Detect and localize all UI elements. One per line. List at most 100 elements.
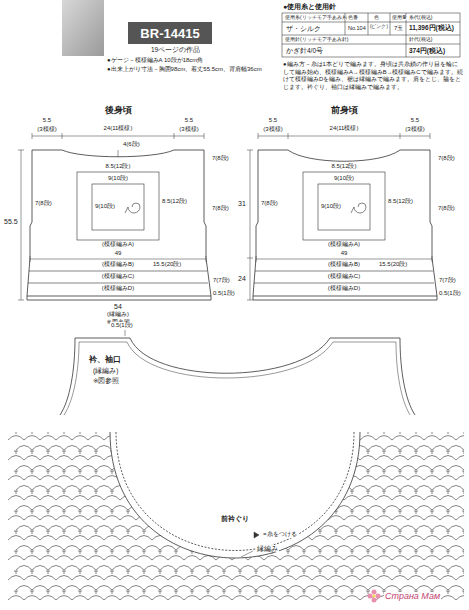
title-box: BR-14415 <box>128 22 212 44</box>
drawing-stroke <box>27 150 211 296</box>
front-body <box>253 133 437 300</box>
chart-row <box>16 466 464 471</box>
dimension-label: 55.5 <box>3 218 19 226</box>
dimension-label: 5.5 <box>184 117 194 124</box>
note-text: ●編み方－糸は1本どりで編みます。身頃は共糸鎖の作り目を輪にして編み始め、模様編… <box>282 61 464 91</box>
drawing-stroke <box>125 203 140 213</box>
drawing-stroke <box>254 271 434 283</box>
drawing-stroke <box>372 598 377 603</box>
dimension-label: 9(10段) <box>107 175 129 182</box>
drawing-stroke <box>303 172 385 240</box>
chart-row <box>16 446 464 451</box>
chart-row <box>16 566 464 571</box>
drawing-stroke <box>258 133 430 139</box>
drawing-stroke <box>27 296 211 300</box>
watermark-flower <box>368 590 381 603</box>
pattern-label: (模様編みB) <box>101 261 135 268</box>
yarn-table <box>282 13 460 57</box>
heading: ●使用糸と使用針 <box>282 3 337 11</box>
table-cell: 11,396円(税込) <box>408 24 455 31</box>
dimension-label: 15.5(20段) <box>152 261 182 268</box>
table-cell: 使用針(リッチモア手あみ針) <box>284 37 349 43</box>
drawing-stroke <box>241 551 253 557</box>
pattern-label: (模様編みB) <box>327 261 361 268</box>
pattern-label: (模様編みC) <box>327 273 361 280</box>
dimension-label: 7(7段) <box>438 277 457 284</box>
dimension-label: 7(8段) <box>211 205 230 212</box>
drawing-stroke <box>368 594 373 599</box>
dimension-label: (3模様) <box>404 126 425 133</box>
dimension-label: 24 <box>237 275 247 283</box>
drawing-stroke <box>282 13 460 57</box>
chart-label: 縁編み <box>256 545 279 552</box>
chart-row <box>16 486 464 491</box>
dimension-label: 8.5(12段) <box>104 163 131 170</box>
heading: 衿、袖口 <box>88 356 122 364</box>
dimension-label: 24(11模様) <box>103 125 134 132</box>
drawing-stroke <box>116 432 354 551</box>
dimension-label: 9(10段) <box>333 175 355 182</box>
drawing-stroke <box>253 296 437 300</box>
chart-row <box>8 431 469 440</box>
dimension-label: 49 <box>114 250 123 257</box>
dimension-label: 9(10段) <box>94 203 116 210</box>
drawing-stroke <box>254 532 259 538</box>
chart-row <box>16 586 464 591</box>
dimension-label: 0.5(1段) <box>212 290 236 297</box>
pattern-label: (模様編みC) <box>101 273 135 280</box>
drawing-stroke <box>247 150 253 300</box>
chart-row <box>8 531 469 540</box>
note-text: ※図参照 <box>92 377 120 384</box>
chart-label: =糸をつける <box>262 531 298 538</box>
dimension-label: 7(8段) <box>437 155 456 162</box>
dimension-label: 7(8段) <box>437 205 456 212</box>
dimension-label: 5.5 <box>268 117 278 124</box>
chart-row <box>16 506 464 511</box>
heading: 後身頃 <box>104 106 133 115</box>
table-cell: ザ・シルク <box>285 25 322 32</box>
crochet-chart <box>8 431 469 600</box>
dimension-label: 0.5(1段) <box>438 290 462 297</box>
back-body <box>27 133 211 300</box>
dimension-label: 4(6段) <box>122 141 141 148</box>
pattern-label: (模様編みD) <box>327 285 361 292</box>
chart-row <box>16 546 464 551</box>
drawing-stroke <box>282 13 460 57</box>
photo <box>62 0 104 56</box>
drawing-stroke <box>253 150 437 296</box>
chart-label: 前衿ぐり <box>220 515 250 523</box>
table-cell: 使用糸(リッチモア手あみ糸) <box>284 15 349 20</box>
dimension-label: 8.5(12段) <box>161 198 188 205</box>
chart-row <box>16 526 464 531</box>
edging-piece <box>60 330 415 415</box>
drawing-stroke <box>376 594 381 599</box>
drawing-stroke <box>318 184 370 230</box>
table-cell: 色 <box>373 15 380 21</box>
note-text: ●ゲージ－模様編みA 10段が18cm角 <box>106 57 204 64</box>
pattern-label: (縁編み) <box>106 311 130 318</box>
chart-row <box>8 451 469 460</box>
dimension-label: 54 <box>113 303 123 311</box>
drawing-stroke <box>28 271 208 283</box>
table-cell: 374円(税込) <box>408 47 446 54</box>
table-cell: かぎ針4/0号 <box>285 47 324 54</box>
drawing-stroke <box>372 590 377 595</box>
drawing-stroke <box>32 133 204 139</box>
dimension-label: 7(8段) <box>211 155 230 162</box>
drawing-stroke <box>125 330 126 336</box>
title-text: BR-14415 <box>140 26 199 41</box>
chart-row <box>8 471 469 480</box>
chart-row <box>8 551 469 560</box>
dimension-label: 24(11模様) <box>329 125 360 132</box>
chart-row <box>8 571 469 580</box>
pattern-label: (模様編みD) <box>101 285 135 292</box>
pattern-label: (模様編みA) <box>101 241 135 248</box>
neckline-edge <box>110 432 360 558</box>
drawing-stroke <box>64 342 410 415</box>
drawing-stroke <box>351 203 366 213</box>
table-cell: 糸代(税込) <box>408 15 433 21</box>
drawing-stroke <box>118 150 119 157</box>
drawing-stroke <box>60 338 415 415</box>
dimension-label: 9(10段) <box>320 203 342 210</box>
